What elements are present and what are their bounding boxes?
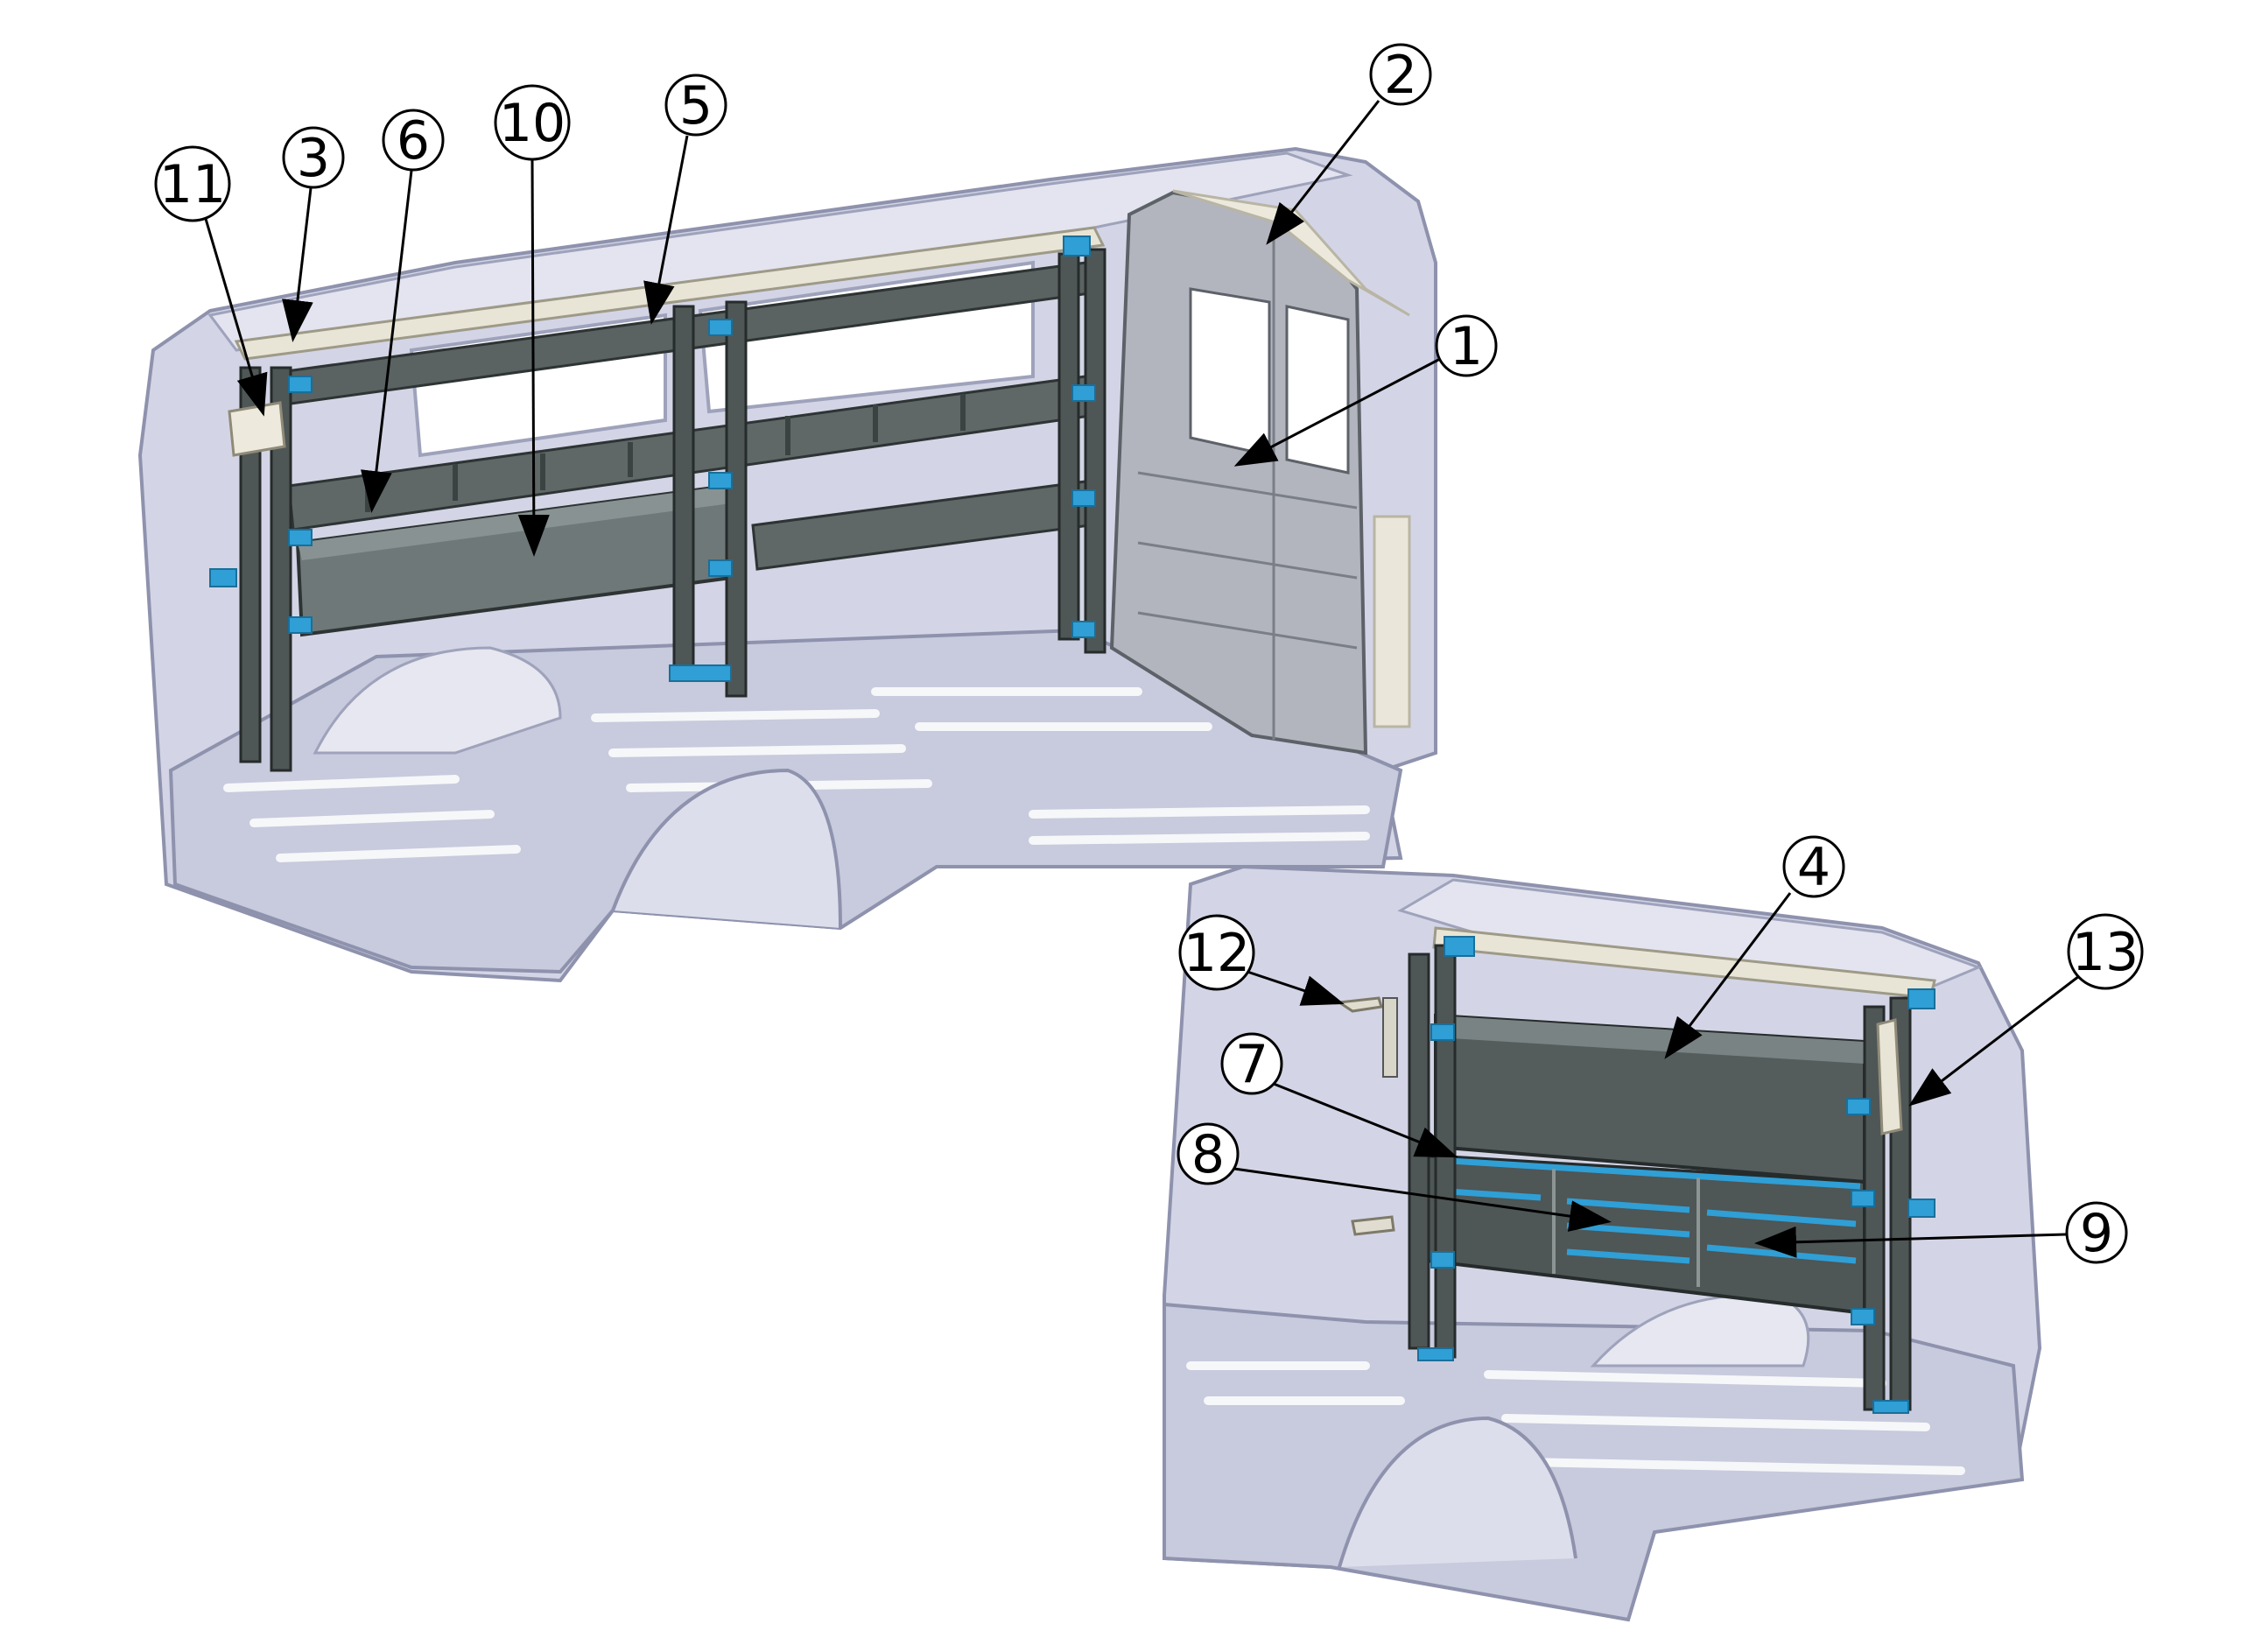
long-bin-lip: [298, 486, 731, 560]
top-bin-lip: [1436, 1016, 1865, 1064]
van-view-right: [1163, 864, 2042, 1622]
callout-label-7: 7: [1235, 1034, 1268, 1095]
callout-11: 11: [154, 145, 268, 417]
callout-label-4: 4: [1797, 837, 1830, 898]
end-hook-rack: [228, 401, 286, 457]
van-view-left: [137, 146, 1437, 983]
callout-6: 6: [360, 109, 445, 513]
drawer-dividers: [1552, 1169, 1700, 1287]
callout-13: 13: [1908, 913, 2144, 1107]
callout-label-3: 3: [297, 128, 330, 189]
bulkhead-partition: [1109, 190, 1368, 756]
rear-arch: [611, 768, 842, 929]
drawer-rails: [1435, 1156, 1861, 1264]
callout-label-9: 9: [2080, 1203, 2113, 1264]
callout-label-12: 12: [1184, 923, 1250, 984]
callout-1: 1: [1233, 314, 1498, 467]
callout-3: 3: [282, 126, 345, 342]
callout-7: 7: [1220, 1032, 1458, 1158]
callout-label-8: 8: [1191, 1124, 1225, 1185]
wall-hook: [1335, 996, 1395, 1236]
callout-label-11: 11: [159, 154, 226, 215]
callout-label-2: 2: [1384, 45, 1417, 106]
wheel-well: [313, 646, 562, 755]
callout-2: 2: [1266, 43, 1432, 245]
callout-12: 12: [1178, 914, 1345, 1006]
wall-bracket: [1382, 997, 1398, 1078]
callouts: 1 2 3 5 6 10: [154, 43, 2144, 1264]
callout-label-1: 1: [1450, 316, 1483, 377]
callout-label-10: 10: [499, 93, 566, 154]
bulkhead-side-panel: [1373, 515, 1411, 728]
callout-4: 4: [1664, 835, 1845, 1059]
bulkhead-panel-lines: [1137, 228, 1358, 740]
callout-9: 9: [1754, 1201, 2128, 1264]
blue-brackets-2: [1417, 936, 1935, 1414]
callout-label-6: 6: [397, 110, 430, 172]
rear-arch-2: [1338, 1416, 1577, 1568]
floor-ribs: [223, 687, 1370, 862]
callout-label-5: 5: [679, 75, 713, 137]
callout-8: 8: [1177, 1122, 1612, 1232]
callout-10: 10: [494, 84, 571, 557]
tube-rack: [1876, 1018, 1903, 1135]
floor-ribs-2: [1186, 1361, 1965, 1475]
callout-label-13: 13: [2072, 922, 2139, 983]
blue-brackets: [209, 235, 1096, 682]
callout-5: 5: [643, 74, 727, 325]
